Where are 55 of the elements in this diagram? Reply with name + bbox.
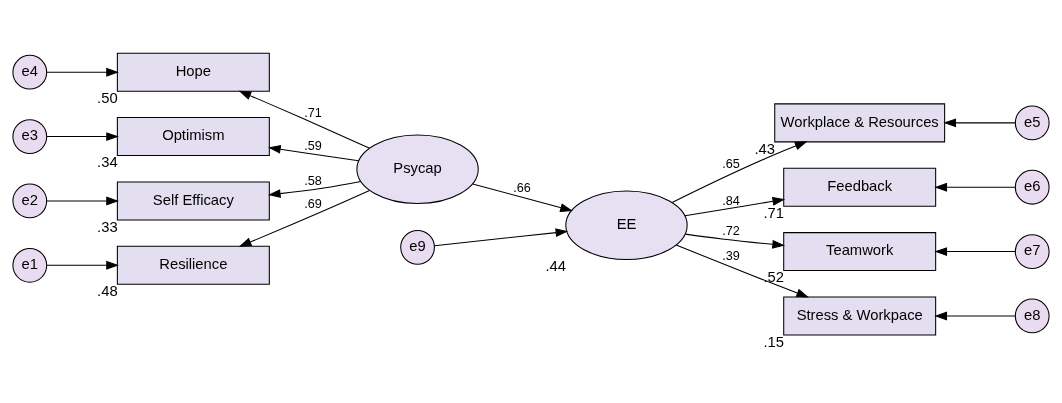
node-circle: e7 xyxy=(1014,233,1050,269)
arrow xyxy=(238,189,371,247)
edge-label: .39 xyxy=(722,248,740,263)
arrow xyxy=(943,117,1016,127)
arrow xyxy=(46,260,119,270)
node-ellipse: EE xyxy=(565,189,688,260)
node-box: Teamwork xyxy=(783,231,937,271)
edge-label: .71 xyxy=(304,105,322,120)
node-circle: e8 xyxy=(1014,298,1050,333)
node-circle: e6 xyxy=(1014,169,1050,205)
node-box: Optimism xyxy=(116,116,270,156)
arrow xyxy=(934,311,1016,320)
arrow xyxy=(238,90,371,149)
arrow xyxy=(433,227,569,246)
node-box: Self Efficacy xyxy=(116,180,270,220)
arrow xyxy=(934,182,1016,192)
arrow xyxy=(46,196,119,205)
arrow xyxy=(684,233,785,249)
node-label: .52 xyxy=(763,268,784,285)
arrow xyxy=(268,144,360,161)
node-label: .71 xyxy=(763,204,784,221)
arrow xyxy=(934,246,1016,256)
node-circle: e9 xyxy=(400,229,435,265)
edge-label: .66 xyxy=(513,180,531,195)
node-box: Workplace & Resources xyxy=(774,102,946,142)
node-label: .44 xyxy=(545,257,567,274)
node-box: Resilience xyxy=(116,245,270,285)
arrow xyxy=(267,180,362,198)
node-label: .50 xyxy=(97,89,118,106)
node-label: .48 xyxy=(97,282,118,299)
node-circle: e1 xyxy=(12,247,48,283)
node-circle: e5 xyxy=(1014,104,1050,140)
node-box: Hope xyxy=(116,52,270,92)
node-circle: e3 xyxy=(12,118,48,154)
arrow xyxy=(472,182,573,212)
edge-label: .58 xyxy=(304,173,322,188)
node-circle: e2 xyxy=(12,183,48,218)
edge-label: .72 xyxy=(722,223,740,238)
node-ellipse: Psycap xyxy=(356,133,479,204)
node-circle: e4 xyxy=(12,54,48,90)
node-label: .33 xyxy=(97,218,118,235)
arrow xyxy=(684,196,786,216)
node-label: .34 xyxy=(97,153,118,170)
arrow xyxy=(46,131,119,141)
edge-label: .65 xyxy=(722,156,740,171)
node-label: .43 xyxy=(754,140,775,157)
node-label: .15 xyxy=(763,333,784,350)
node-box: Stress & Workpace xyxy=(783,295,937,335)
edge-label: .84 xyxy=(722,193,740,208)
arrow xyxy=(671,140,808,203)
node-box: Feedback xyxy=(783,167,937,207)
arrow xyxy=(675,244,810,297)
arrow xyxy=(46,67,119,77)
edge-label: .69 xyxy=(304,196,322,211)
edge-label: .59 xyxy=(304,138,322,153)
